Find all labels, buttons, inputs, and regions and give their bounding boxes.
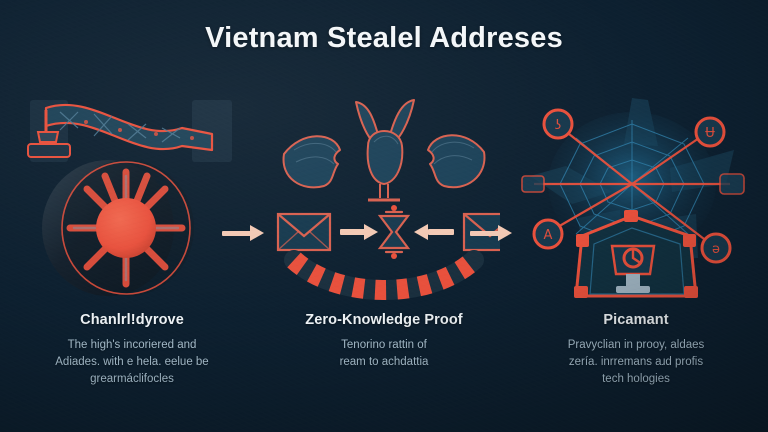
- bridge-tower-icon: [27, 110, 71, 158]
- caption-block-2: Zero-Knowledge Proof Tenorino rattin of …: [262, 312, 506, 371]
- connector-arrow-2: [470, 222, 516, 244]
- caption-heading-2: Zero-Knowledge Proof: [305, 312, 463, 328]
- envelope-icon: [276, 212, 332, 252]
- caption-line: The high's incoriered and: [67, 339, 197, 351]
- hourglass-key-icon: [377, 205, 411, 259]
- arrow-shaft: [470, 231, 502, 236]
- bridge-span-icon: [44, 103, 214, 152]
- shield-corner-node: [574, 210, 698, 298]
- caption-body-2: Tenorino rattin of ream to achdattia: [262, 337, 506, 371]
- caption-line: grearmáclifocles: [90, 373, 174, 385]
- caption-block-3: Picamant Pravyclian in prooy, aldaes zer…: [514, 312, 758, 388]
- caption-line: Pravyclian in prooy, aldaes: [567, 339, 705, 351]
- arrow-left-icon: [414, 224, 454, 240]
- caption-body-3: Pravyclian in prooy, aldaes zería. inrre…: [514, 337, 758, 388]
- node-icon-4: ǝ: [712, 242, 720, 257]
- illustration-zero-knowledge: [268, 88, 500, 303]
- envelope-row: [276, 205, 500, 259]
- lock-badge-icon: [610, 244, 656, 293]
- illustration-privacy-network: ʖ Ʉ A ǝ: [520, 88, 752, 303]
- node-circle-icon: [532, 108, 732, 264]
- striped-arc-icon: [284, 250, 484, 300]
- caption-block-1: Chanlrl!dyrove The high's incoriered and…: [10, 312, 254, 388]
- bird-body-icon: [379, 184, 389, 198]
- connector-plug-icon: [521, 173, 745, 195]
- caption-line: zería. inrremans aɹd profis: [568, 356, 704, 368]
- arrow-right-icon: [250, 225, 264, 241]
- node-icon-1: ʖ: [555, 118, 562, 133]
- leaf-shape-icon: [282, 135, 341, 189]
- arrow-right-icon: [498, 225, 512, 241]
- caption-line: tech hologies: [602, 373, 670, 385]
- node-icon-3: A: [544, 228, 553, 243]
- node-icon-2: Ʉ: [705, 126, 715, 141]
- arrow-right-icon: [340, 224, 378, 240]
- page-title: Vietnam Stealel Addreses: [205, 22, 563, 54]
- arrow-shaft: [222, 231, 254, 236]
- caption-heading-1: Chanlrl!dyrove: [80, 312, 184, 328]
- caption-body-1: The high's incoriered and Adiades. with …: [10, 337, 254, 388]
- hub-wheel-icon: [42, 160, 194, 296]
- caption-line: Adiades. with e hela. eelue be: [55, 356, 209, 368]
- shield-pentagon-icon: [574, 210, 698, 298]
- caption-line: ream to achdattia: [339, 356, 429, 368]
- caption-line: Tenorino rattin of: [341, 339, 427, 351]
- bird-shape-icon: [366, 130, 404, 185]
- leaf-shape-icon: [427, 134, 486, 189]
- connector-arrow-1: [222, 222, 268, 244]
- network-link: [534, 129, 730, 243]
- illustration-bridge-wheel: [16, 88, 248, 303]
- caption-heading-3: Picamant: [603, 312, 669, 328]
